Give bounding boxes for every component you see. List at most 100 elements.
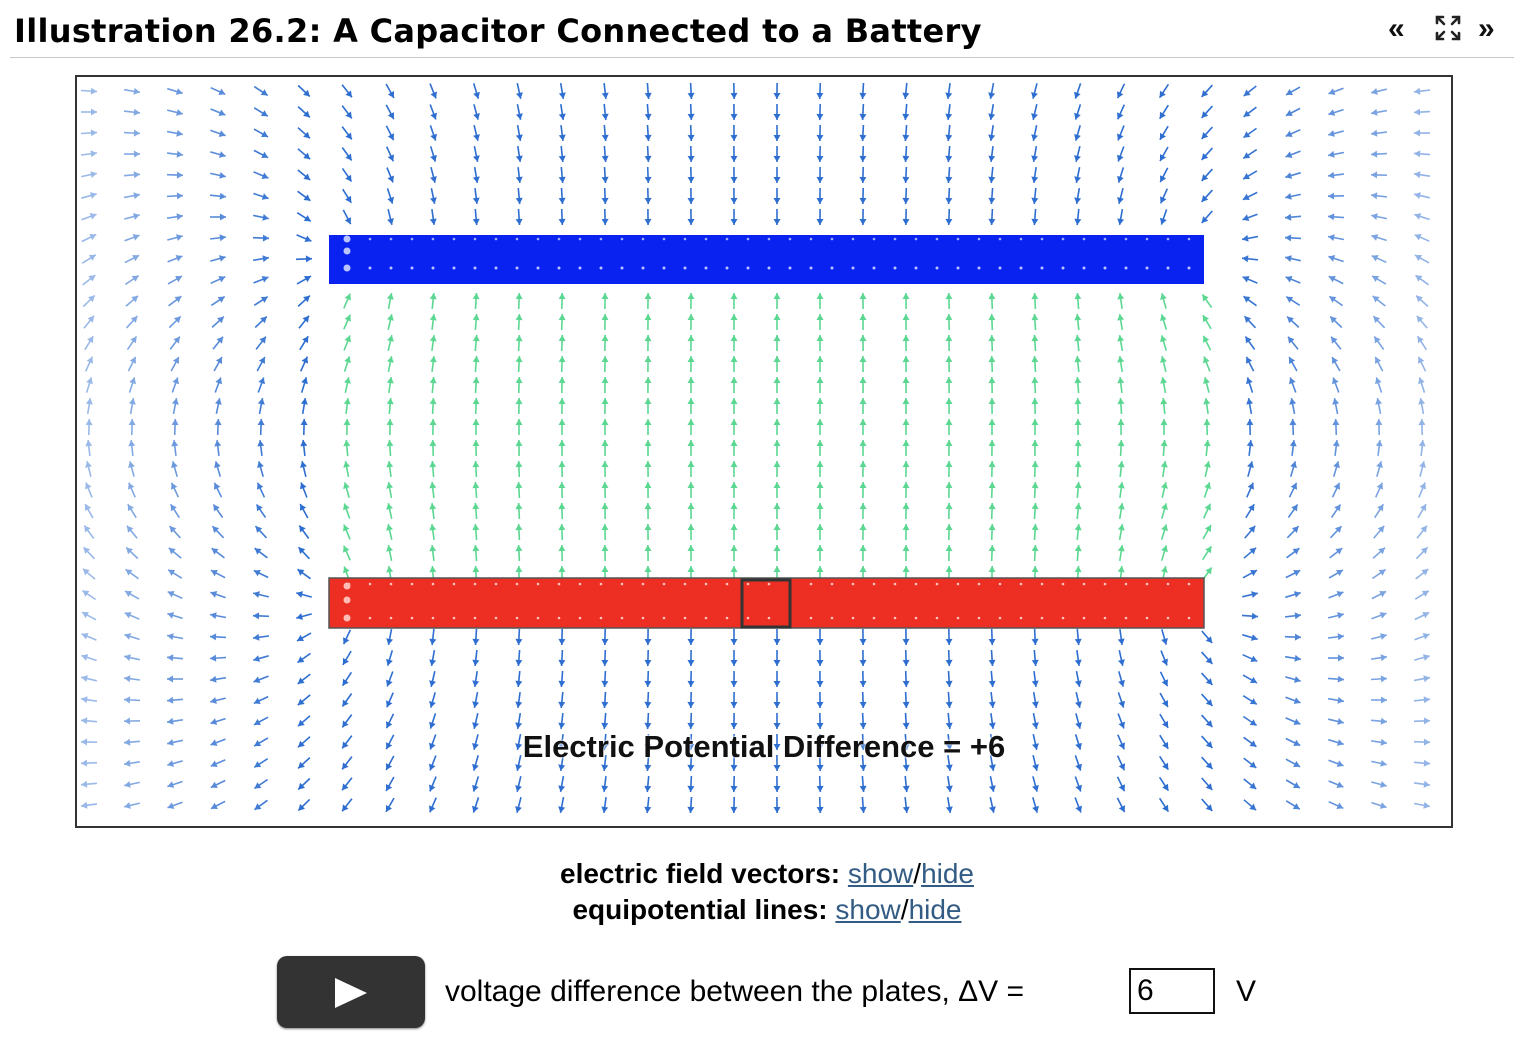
field-vector bbox=[902, 124, 910, 142]
field-vector bbox=[687, 691, 695, 709]
equipotential-show-link[interactable]: show bbox=[835, 894, 901, 925]
field-vector bbox=[730, 293, 738, 309]
field-vector bbox=[730, 377, 738, 393]
field-vector bbox=[128, 461, 135, 477]
field-vector bbox=[171, 377, 179, 393]
field-vector bbox=[816, 103, 824, 121]
double-chevron-right-icon[interactable]: » bbox=[1478, 12, 1495, 45]
field-vector bbox=[210, 151, 226, 158]
field-vector bbox=[1373, 336, 1385, 350]
field-vector bbox=[1032, 797, 1039, 813]
field-vector bbox=[773, 377, 781, 393]
field-vector bbox=[859, 208, 867, 226]
field-vectors-hide-link[interactable]: hide bbox=[921, 858, 974, 889]
simulation-canvas[interactable]: Electric Potential Difference = +6 bbox=[75, 75, 1453, 828]
field-vector bbox=[300, 397, 308, 415]
field-vector bbox=[297, 84, 311, 98]
field-vector bbox=[1116, 755, 1126, 771]
field-vector bbox=[601, 481, 609, 499]
field-vector bbox=[429, 376, 437, 394]
field-vector bbox=[1031, 712, 1039, 730]
field-vector bbox=[945, 460, 953, 478]
field-vector bbox=[1243, 736, 1257, 748]
field-vector bbox=[80, 87, 98, 95]
field-vector bbox=[210, 800, 226, 810]
field-vector bbox=[210, 295, 226, 307]
field-vector bbox=[1031, 292, 1039, 310]
field-vector bbox=[816, 145, 824, 163]
field-vector bbox=[472, 419, 480, 435]
field-vector bbox=[902, 670, 910, 688]
field-vector bbox=[1031, 544, 1039, 562]
field-vector bbox=[170, 356, 180, 372]
field-vector bbox=[1161, 629, 1168, 645]
field-vector bbox=[816, 482, 824, 498]
field-vector bbox=[687, 481, 695, 499]
field-vector bbox=[429, 460, 437, 478]
field-vector bbox=[902, 419, 910, 435]
field-vector bbox=[1370, 171, 1388, 179]
field-vector bbox=[945, 628, 953, 646]
field-vector bbox=[167, 255, 183, 263]
voltage-input[interactable] bbox=[1129, 968, 1215, 1014]
field-vector bbox=[988, 460, 996, 478]
field-vector bbox=[82, 546, 96, 560]
field-vector bbox=[902, 292, 910, 310]
field-vector bbox=[687, 377, 695, 393]
field-vector bbox=[341, 671, 353, 687]
field-vector bbox=[209, 192, 227, 200]
field-vectors-show-link[interactable]: show bbox=[847, 858, 914, 889]
field-vector bbox=[516, 83, 523, 99]
field-vector bbox=[1241, 612, 1259, 620]
field-vector bbox=[1242, 633, 1258, 641]
field-vector bbox=[1203, 482, 1211, 498]
field-vector bbox=[988, 481, 996, 499]
field-vector bbox=[214, 418, 222, 436]
field-vector bbox=[902, 649, 910, 667]
field-vector bbox=[816, 775, 824, 793]
field-vector bbox=[902, 103, 910, 121]
field-vector bbox=[1375, 397, 1383, 415]
play-button[interactable] bbox=[277, 956, 425, 1028]
field-vector bbox=[300, 439, 308, 457]
field-vector bbox=[343, 418, 351, 436]
field-vector bbox=[1418, 397, 1426, 415]
field-vector bbox=[601, 145, 609, 163]
field-vector bbox=[1074, 544, 1082, 562]
field-vector bbox=[1371, 760, 1387, 767]
field-vector bbox=[1370, 108, 1388, 116]
field-vector bbox=[816, 419, 824, 435]
field-vector bbox=[1202, 524, 1212, 540]
equipotential-hide-link[interactable]: hide bbox=[908, 894, 962, 925]
field-vector bbox=[167, 275, 183, 285]
field-vector bbox=[1074, 460, 1082, 478]
field-vector bbox=[1031, 313, 1039, 331]
field-vector bbox=[945, 82, 953, 100]
field-vector bbox=[429, 418, 437, 436]
field-vector bbox=[816, 503, 824, 519]
fullscreen-icon[interactable] bbox=[1434, 14, 1464, 44]
field-vector bbox=[1419, 461, 1426, 477]
field-vector bbox=[988, 544, 996, 562]
field-vector bbox=[300, 482, 308, 498]
field-vector bbox=[730, 629, 738, 645]
field-vector bbox=[472, 355, 480, 373]
field-vector bbox=[1414, 590, 1430, 600]
field-vector bbox=[386, 292, 394, 310]
field-vector bbox=[1332, 461, 1340, 477]
field-vector bbox=[299, 503, 309, 519]
field-vector bbox=[1242, 191, 1258, 201]
field-vector bbox=[515, 167, 523, 183]
drag-handle[interactable] bbox=[740, 578, 792, 629]
field-vector bbox=[1117, 692, 1125, 708]
field-vector bbox=[472, 439, 480, 457]
field-vector bbox=[1243, 295, 1257, 307]
field-vector bbox=[730, 356, 738, 372]
field-vector bbox=[1413, 675, 1431, 683]
field-vector bbox=[472, 523, 480, 541]
field-vector bbox=[1328, 612, 1344, 619]
double-chevron-left-icon[interactable]: « bbox=[1388, 12, 1405, 45]
field-vector bbox=[1285, 676, 1301, 683]
field-vector bbox=[80, 780, 98, 788]
field-vector bbox=[1415, 274, 1429, 286]
